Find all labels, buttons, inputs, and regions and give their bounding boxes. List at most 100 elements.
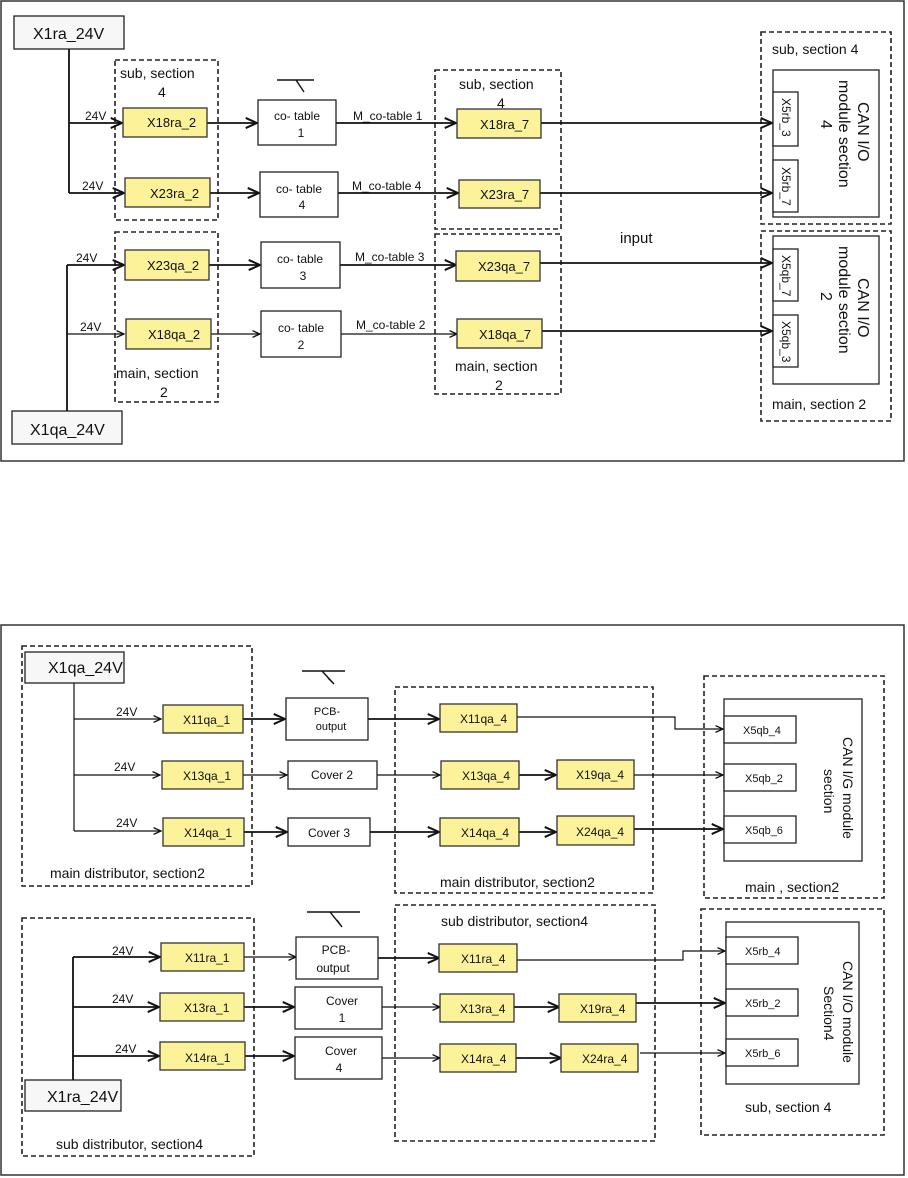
source-x1qa-24v (11, 410, 123, 445)
group-mid-main-label-2: 2 (495, 377, 503, 393)
terminal-label: X13ra_1 (184, 1001, 230, 1015)
can-io-module-main[interactable]: CAN I/O module section 2 X5qb_7 X5qb_3 (772, 235, 880, 385)
device-label-2: output (316, 961, 350, 975)
terminal[interactable]: X23ra_7 (458, 179, 541, 209)
co-table-label: co- table (274, 109, 320, 123)
terminal[interactable]: X13qa_4 (440, 760, 520, 790)
co-table-box[interactable]: co- table 4 (259, 171, 339, 218)
terminal[interactable]: X23ra_2 (124, 177, 211, 208)
module-subtitle: module section (835, 246, 852, 354)
module-number: 4 (817, 120, 834, 129)
co-table-box[interactable]: co- table 2 (260, 310, 342, 358)
terminal-label: X14qa_4 (461, 826, 509, 840)
module-subtitle: Section4 (821, 986, 837, 1041)
terminal-label: X18ra_7 (480, 117, 529, 132)
port-label: X5qb_3 (779, 321, 793, 363)
terminal-label: X14qa_1 (184, 826, 232, 840)
co-table-box[interactable]: co- table 1 (257, 99, 337, 146)
terminal[interactable]: X19qa_4 (556, 759, 635, 790)
terminal[interactable]: X19ra_4 (558, 993, 637, 1023)
terminal-label: X13qa_4 (462, 769, 510, 783)
device-label-2: 1 (339, 1011, 346, 1025)
port[interactable] (723, 715, 797, 744)
port[interactable] (725, 988, 799, 1017)
terminal-label: X24ra_4 (582, 1052, 628, 1066)
voltage-label: 24V (80, 320, 101, 334)
signal-label: M_co-table 2 (356, 318, 426, 332)
terminal-label: X18ra_2 (147, 115, 196, 130)
terminal[interactable]: X14qa_1 (162, 817, 245, 847)
terminal[interactable]: X24ra_4 (560, 1043, 639, 1073)
port-label: X5rb_6 (745, 1048, 780, 1060)
terminal[interactable]: X13ra_1 (159, 992, 245, 1022)
can-io-module-sub[interactable]: CAN I/O module section 4 X5rb_3 X5rb_7 (772, 69, 880, 218)
terminal[interactable]: X24qa_4 (556, 815, 635, 846)
co-table-label: co- table (277, 252, 323, 266)
signal-label: M_co-table 4 (352, 179, 422, 193)
can-io-module-sub[interactable]: CAN I/O module Section4 X5rb_4 X5rb_2 X5… (725, 921, 860, 1085)
device-label-2: 4 (336, 1061, 343, 1075)
source-x1ra-24v-label: X1ra_24V (33, 26, 104, 43)
terminal[interactable]: X11qa_4 (439, 703, 518, 733)
port[interactable] (723, 815, 797, 844)
device-box[interactable]: Cover 4 (294, 1036, 383, 1080)
group-sub-mid-label: sub distributor, section4 (441, 913, 588, 929)
device-box[interactable]: PCB- output (285, 697, 369, 741)
port[interactable] (772, 314, 799, 368)
port[interactable] (772, 159, 799, 213)
switch-symbol-icon (302, 670, 345, 685)
terminal[interactable]: X18ra_7 (456, 108, 542, 139)
group-main-right (703, 675, 885, 899)
terminal[interactable]: X11qa_1 (162, 704, 244, 734)
terminal[interactable]: X14ra_1 (159, 1041, 246, 1071)
group-sub-left-label: sub distributor, section4 (56, 1136, 203, 1152)
module-title: CAN I/O (854, 102, 871, 162)
group-left-sub-label-2: 4 (158, 84, 166, 100)
module-title: CAN I/O module (840, 961, 856, 1063)
device-box[interactable]: Cover 2 (287, 760, 378, 790)
terminal[interactable]: X14qa_4 (439, 817, 520, 847)
terminal-label: X11ra_1 (185, 951, 230, 965)
terminal[interactable]: X13qa_1 (161, 760, 244, 790)
device-label: Cover (326, 994, 358, 1008)
module-number: 2 (817, 292, 834, 301)
terminal[interactable]: X23qa_7 (455, 250, 541, 282)
voltage-label: 24V (112, 992, 133, 1006)
device-box[interactable]: PCB- output (295, 936, 379, 980)
terminal[interactable]: X23qa_2 (124, 249, 210, 281)
voltage-label: 24V (114, 760, 135, 774)
terminal[interactable]: X18ra_2 (122, 107, 208, 138)
port[interactable] (725, 1038, 799, 1067)
source-x1ra-24v (13, 15, 125, 50)
terminal[interactable]: X11ra_1 (160, 942, 245, 972)
co-table-label: co- table (276, 182, 322, 196)
voltage-label: 24V (115, 1042, 136, 1056)
source-x1qa-24v-label: X1qa_24V (30, 422, 105, 439)
device-box[interactable]: Cover 3 (287, 817, 371, 847)
figure-1-wires (67, 123, 772, 334)
device-label: PCB- (322, 943, 351, 957)
port[interactable] (723, 763, 797, 792)
terminal[interactable]: X11ra_4 (438, 943, 518, 973)
figure-2: main distributor, section2 main distribu… (0, 624, 905, 1176)
can-io-module-main[interactable]: CAN I/G module section X5qb_4 X5qb_2 X5q… (723, 698, 863, 862)
terminal[interactable]: X14ra_4 (439, 1043, 517, 1073)
terminal[interactable]: X18qa_2 (125, 318, 212, 350)
group-mid-sub-label-2: 4 (497, 95, 505, 111)
port[interactable] (772, 91, 799, 147)
terminal[interactable]: X13ra_4 (439, 993, 515, 1023)
port[interactable] (772, 248, 799, 302)
device-box[interactable]: Cover 1 (294, 986, 383, 1030)
terminal-label: X11ra_4 (461, 952, 506, 966)
device-label: Cover (325, 1044, 357, 1058)
port-label: X5rb_4 (745, 946, 780, 958)
terminal-label: X23ra_7 (480, 187, 529, 202)
co-table-box[interactable]: co- table 3 (260, 241, 341, 289)
terminal[interactable]: X18qa_7 (456, 318, 543, 349)
group-sub-right-label: sub, section 4 (745, 1099, 832, 1115)
group-mid-sub (434, 69, 562, 230)
port[interactable] (725, 936, 799, 965)
group-main-mid-label: main distributor, section2 (440, 874, 595, 890)
port-label: X5rb_2 (745, 998, 780, 1010)
